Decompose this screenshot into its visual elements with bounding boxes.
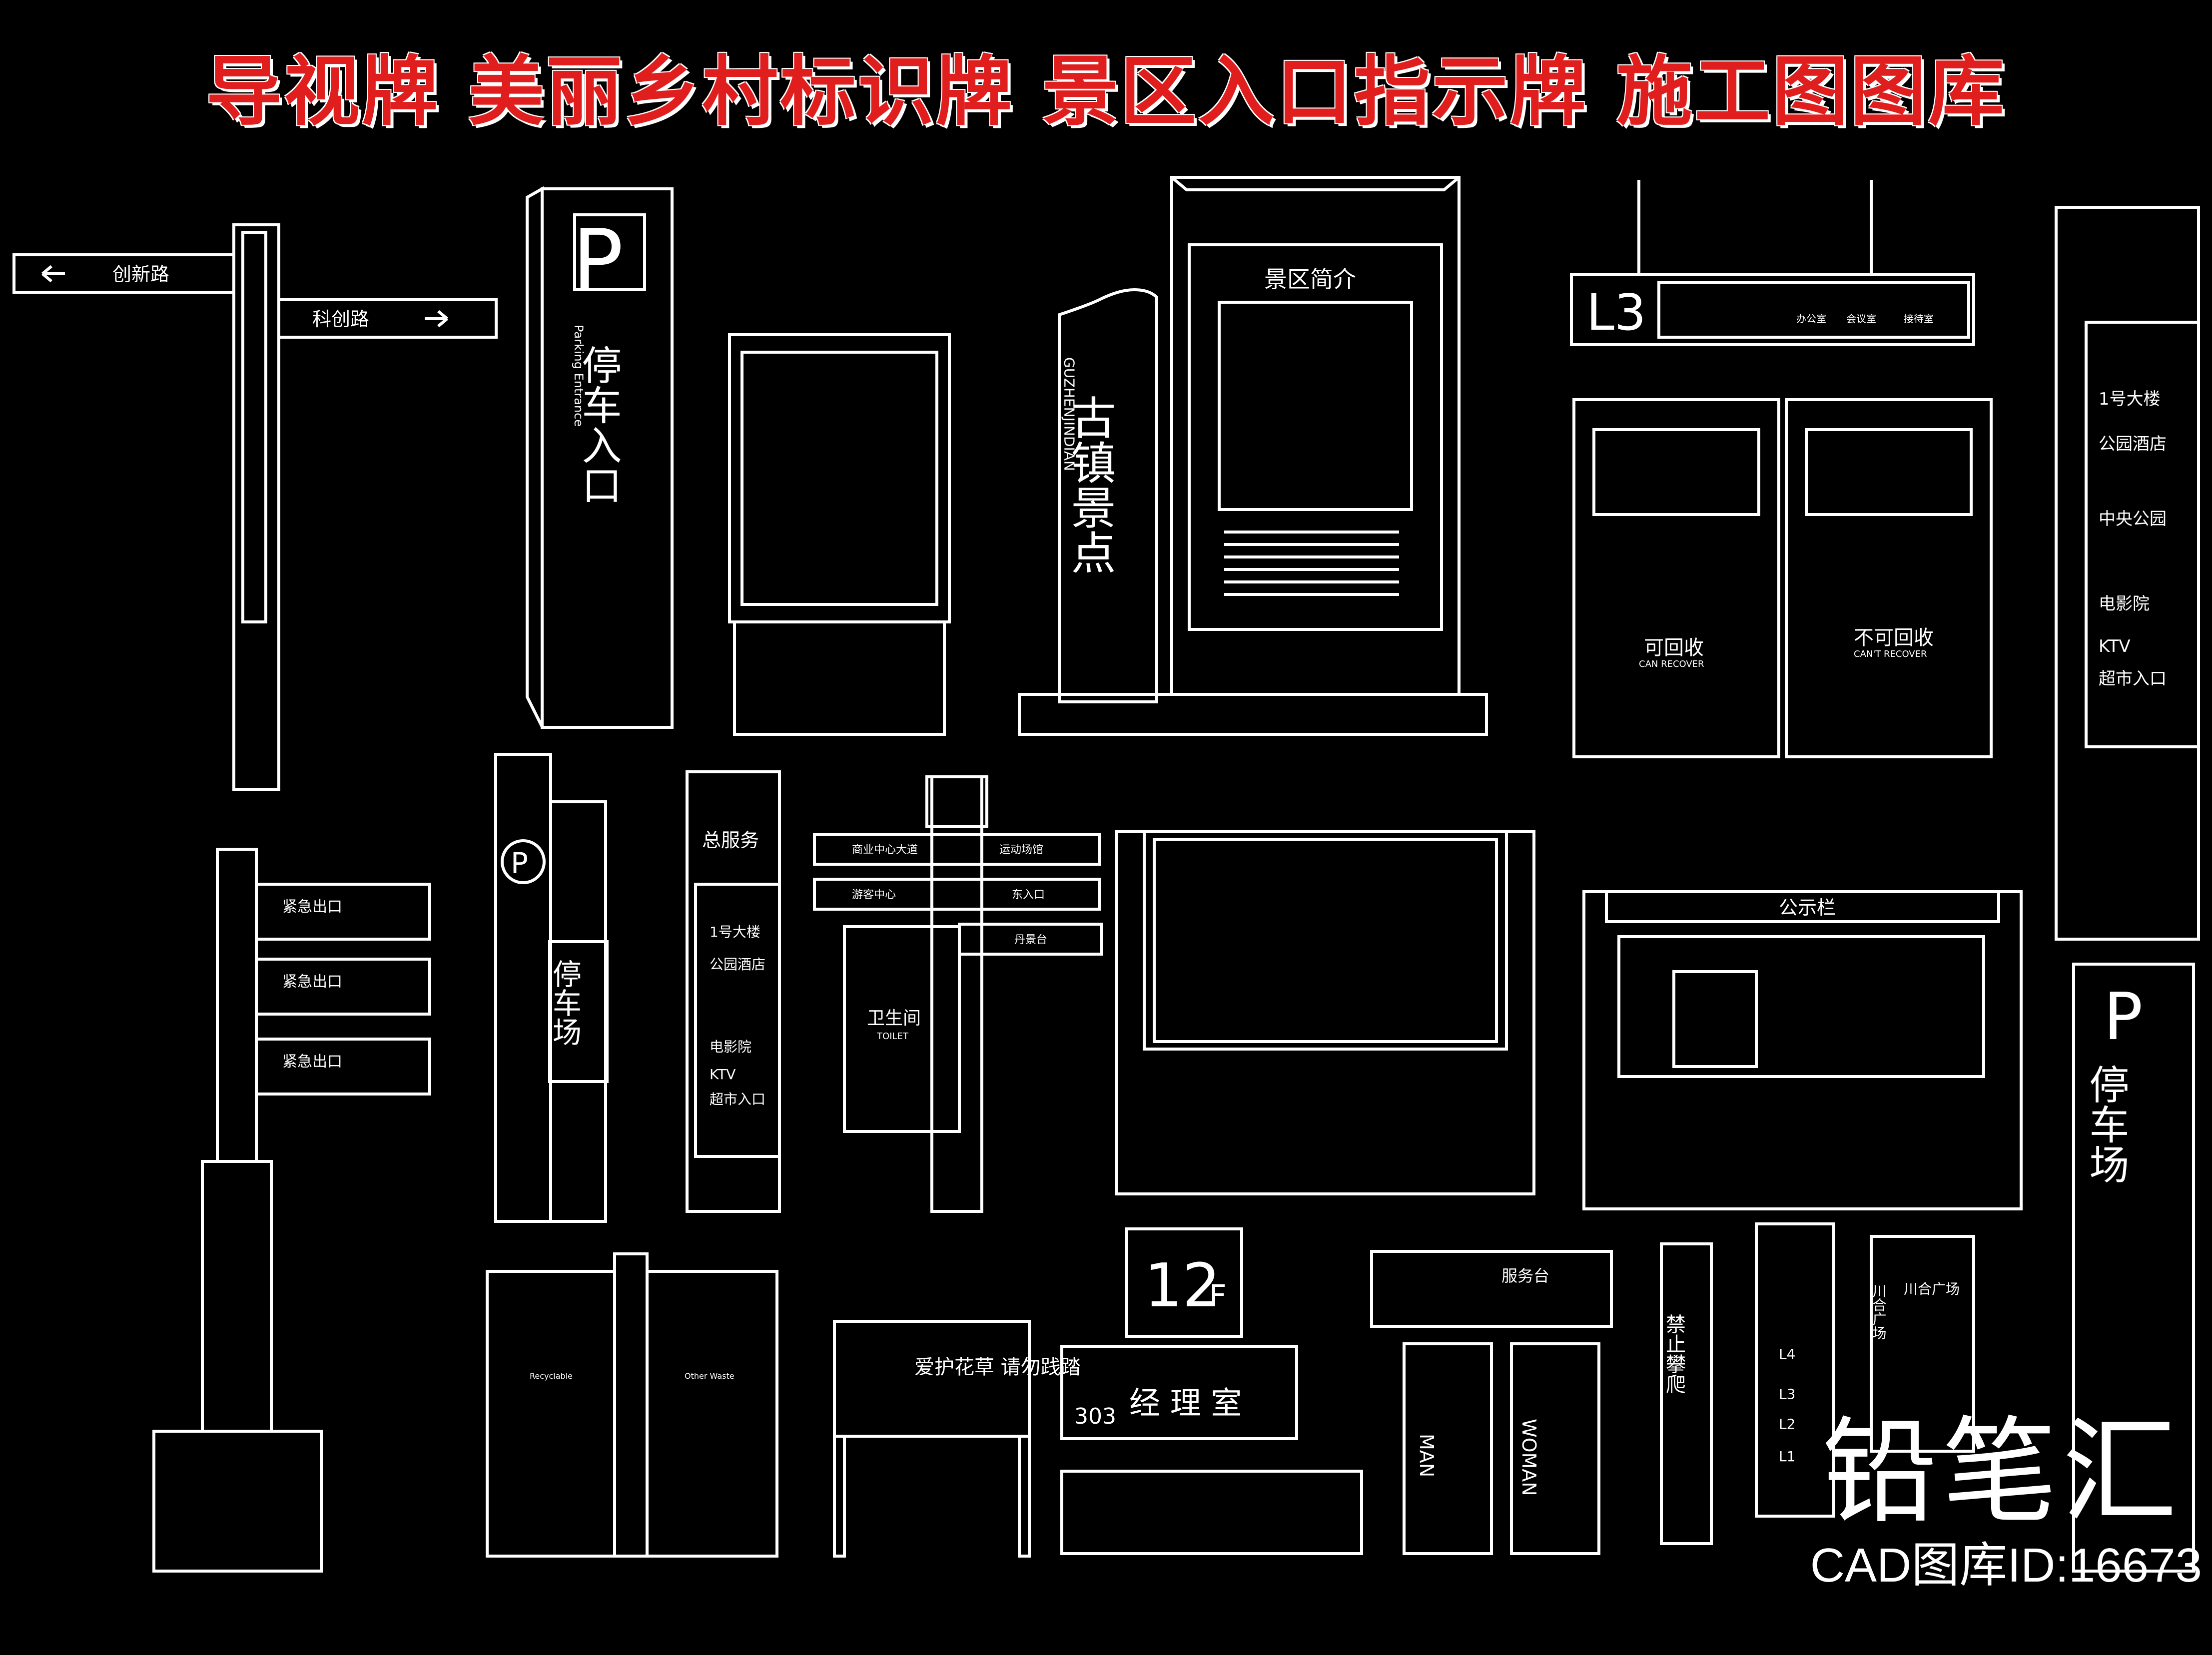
street-name-right: 科创路: [312, 308, 369, 330]
floor-number: 12: [1144, 1251, 1221, 1321]
office-plaque: 303 经 理 室: [1060, 1345, 1363, 1555]
slim-dir-item-3: KTV: [710, 1066, 736, 1083]
tall-dir-item-5: 超市入口: [2099, 669, 2167, 689]
slim-dir-item-2: 电影院: [710, 1039, 751, 1055]
bin-lower-right: Other Waste: [685, 1371, 735, 1381]
bin-recyclable-en: CAN RECOVER: [1639, 659, 1704, 669]
hanging-label-2: 接待室: [1904, 313, 1934, 325]
parking-slim: P 停车场: [2072, 963, 2195, 1573]
finger-arrow-4: 丹景台: [1014, 934, 1047, 946]
exit-label-3: 紧急出口: [282, 1053, 342, 1071]
ancient-town-pinyin: GUZHENJINDIAN: [1061, 357, 1078, 471]
street-sign-post: 创新路 科创路: [12, 223, 498, 791]
parking-column-letter: P: [511, 846, 528, 880]
slim-directory: 总服务 1号大楼 公园酒店 电影院 KTV 超市入口: [686, 770, 781, 1213]
cad-id-label: CAD图库ID:16673: [1810, 1539, 2202, 1592]
parking-column-text: 停车场: [548, 959, 582, 1046]
page-title: 导视牌 美丽乡村标识牌 景区入口指示牌 施工图图库: [206, 47, 2006, 136]
lawn-sign: 爱护花草 请勿践踏: [833, 1320, 1081, 1558]
triple-arrow-post: 紧急出口 紧急出口 紧急出口: [152, 848, 431, 1573]
parking-entrance-english: Parking Entrance: [572, 325, 586, 427]
recycle-bins-lower: Recyclable Other Waste: [486, 1252, 778, 1558]
hanging-label-1: 会议室: [1846, 313, 1876, 325]
scenic-intro-board: 景区简介: [1170, 176, 1461, 696]
hanging-label-0: 办公室: [1796, 313, 1826, 325]
hanging-floor-label: L3: [1586, 283, 1646, 342]
poster-lightbox: [728, 333, 951, 736]
finger-arrow-1: 运动场馆: [999, 844, 1043, 856]
floor-index-l3: L3: [1779, 1386, 1795, 1402]
exit-label-1: 紧急出口: [282, 898, 342, 916]
tall-dir-item-4: KTV: [2099, 636, 2131, 656]
restroom-plaques: MAN WOMAN: [1403, 1342, 1600, 1555]
slim-dir-item-4: 超市入口: [710, 1091, 765, 1107]
ancient-town-stele: 古镇景点 GUZHENJINDIAN: [1018, 288, 1488, 736]
slim-dir-item-0: 1号大楼: [710, 924, 760, 940]
bulletin-board: 公示栏: [1582, 890, 2023, 1210]
slim-dir-title: 总服务: [702, 829, 759, 851]
bin-non-recyclable: 不可回收: [1854, 626, 1934, 649]
finger-arrow-2: 游客中心: [852, 889, 896, 901]
bin-lower-left: Recyclable: [530, 1371, 573, 1381]
bin-non-recyclable-en: CAN'T RECOVER: [1854, 649, 1927, 659]
restroom-woman: WOMAN: [1518, 1419, 1540, 1496]
parking-entrance-text: 停车入口: [576, 345, 622, 505]
hanging-floor-sign: L3 办公室 会议室 接待室: [1570, 180, 1975, 346]
brand-logo: 铅笔汇: [1822, 1406, 2182, 1539]
bin-recyclable: 可回收: [1644, 636, 1704, 659]
parking-column: P 停车场: [494, 753, 609, 1223]
toilet-label: 卫生间: [867, 1008, 921, 1029]
reception-plaque: 服务台: [1370, 1250, 1613, 1328]
bulletin-title: 公示栏: [1779, 897, 1836, 919]
scenic-board-title: 景区简介: [1264, 266, 1356, 293]
exit-label-2: 紧急出口: [282, 973, 342, 991]
no-climb-sign: 禁止攀爬: [1660, 1242, 1713, 1545]
office-room-number: 303: [1074, 1404, 1116, 1429]
no-climb-text: 禁止攀爬: [1662, 1314, 1685, 1394]
parking-slim-text: 停车场: [2083, 1064, 2130, 1184]
toilet-label-en: TOILET: [876, 1031, 909, 1042]
floor-index: L4 L3 L2 L1: [1755, 1222, 1835, 1518]
tall-dir-item-2: 中央公园: [2099, 509, 2167, 529]
finger-arrow-3: 东入口: [1012, 889, 1045, 901]
floor-index-l2: L2: [1779, 1416, 1795, 1432]
plaza-left: 川合广场: [1871, 1284, 1887, 1340]
recycle-bins-upper: 可回收 CAN RECOVER 不可回收 CAN'T RECOVER: [1572, 398, 1993, 758]
plaza-sign: 川合广场 川合广场: [1870, 1235, 1975, 1453]
tall-dir-item-3: 电影院: [2099, 594, 2150, 614]
floor-index-l1: L1: [1779, 1448, 1795, 1465]
tall-dir-item-0: 1号大楼: [2099, 389, 2161, 409]
tall-dir-item-1: 公园酒店: [2099, 434, 2167, 454]
tall-directory-column: 1号大楼 公园酒店 中央公园 电影院 KTV 超市入口: [2055, 206, 2200, 941]
floor-suffix: F: [1209, 1279, 1227, 1314]
floor-index-l4: L4: [1779, 1346, 1795, 1362]
floor-plaque: 12 F: [1125, 1227, 1243, 1338]
restroom-man: MAN: [1416, 1434, 1438, 1477]
ancient-town-text: 古镇景点: [1063, 395, 1116, 574]
parking-p-letter: P: [572, 211, 624, 310]
lawn-sign-text: 爱护花草 请勿践踏: [914, 1356, 1081, 1379]
reception-label: 服务台: [1501, 1266, 1549, 1285]
frame-display: [1115, 830, 1535, 1195]
finger-arrow-0: 商业中心大道: [852, 844, 918, 856]
plaza-right: 川合广场: [1904, 1281, 1960, 1297]
parking-entrance-tower: P 停车入口 Parking Entrance: [526, 186, 674, 729]
finger-post: 商业中心大道 运动场馆 游客中心 东入口 丹景台 卫生间 TOILET: [813, 775, 1103, 1213]
street-name-left: 创新路: [112, 263, 169, 285]
office-room-name: 经 理 室: [1129, 1385, 1242, 1421]
slim-dir-item-1: 公园酒店: [710, 956, 765, 973]
parking-slim-letter: P: [2104, 979, 2143, 1055]
